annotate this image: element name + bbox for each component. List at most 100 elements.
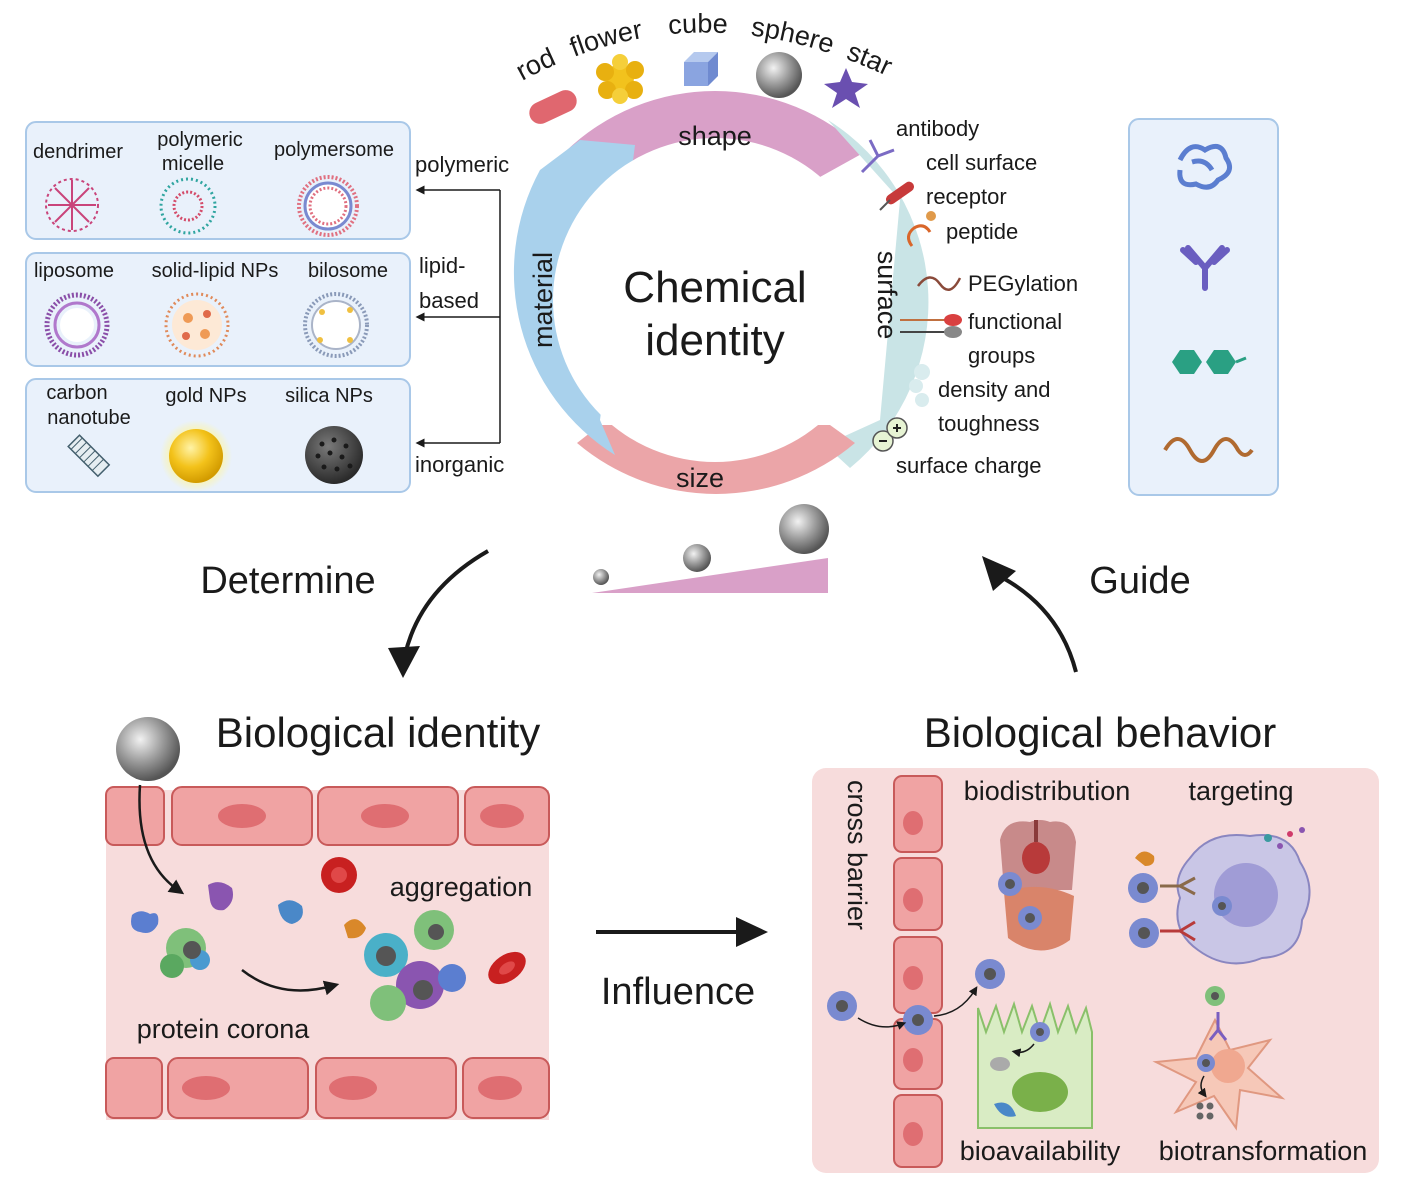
liposome-icon xyxy=(44,292,110,358)
material-label: material xyxy=(528,252,558,348)
guide-arrow xyxy=(1002,576,1078,673)
bio-identity-title: Biological identity xyxy=(216,709,541,756)
silica-pores xyxy=(315,437,353,472)
svg-text:rod: rod xyxy=(511,42,560,86)
organs-icon xyxy=(998,820,1076,951)
shape-variants: rod flower cube sphere star xyxy=(511,8,897,124)
silica-np-icon xyxy=(305,426,363,484)
polymeric-panel: dendrimer polymeric micelle polymersome xyxy=(25,121,411,240)
receptor-icon xyxy=(879,181,915,211)
cycle-inner-disc xyxy=(553,138,877,462)
shape-arc xyxy=(565,91,865,177)
peg-label: PEGylation xyxy=(968,271,1078,296)
corona-particle-icon xyxy=(160,928,210,978)
target-cell-icon xyxy=(1176,827,1311,965)
biological-behavior-panel: cross barrier biodistribution targeting xyxy=(812,768,1379,1173)
guide-label: Guide xyxy=(1089,560,1190,602)
plasma-proteins xyxy=(131,882,366,939)
polymersome-label: polymersome xyxy=(274,139,394,161)
top-endothelium xyxy=(105,786,550,846)
bilosome-icon xyxy=(303,292,369,358)
bottom-endothelium xyxy=(105,1057,550,1119)
svg-text:flower: flower xyxy=(566,14,645,62)
rod-shape-icon xyxy=(529,90,577,124)
nanoparticle-entering-icon xyxy=(116,717,180,781)
guide-arrowhead xyxy=(982,556,1016,591)
red-blood-cell-2 xyxy=(488,951,526,985)
size-indicator xyxy=(592,504,829,593)
dendrimer-label: dendrimer xyxy=(33,141,123,163)
barrier-cells xyxy=(893,775,943,1168)
lipid-class-label-2: based xyxy=(419,288,479,313)
antibody-label: antibody xyxy=(896,116,979,141)
polymersome-icon xyxy=(297,175,359,237)
aggregated-particles-icon xyxy=(364,910,466,1021)
silica-np-label: silica NPs xyxy=(285,385,373,407)
aggregation-arrow xyxy=(241,969,340,996)
polymer-ligand-icon xyxy=(1163,437,1254,463)
red-blood-cell-1 xyxy=(321,857,357,893)
svg-text:sphere: sphere xyxy=(750,11,838,59)
star-shape-icon xyxy=(824,68,868,108)
cross-barrier-label: cross barrier xyxy=(842,780,872,930)
chemical-identity-cycle: Chemical identity shape size material su… xyxy=(513,91,929,494)
sln-label: solid-lipid NPs xyxy=(152,260,279,282)
inorganic-panel: carbon nanotube gold NPs silica NPs xyxy=(25,378,411,493)
shape-flower-label: flower xyxy=(566,14,645,62)
large-sphere-icon xyxy=(779,504,829,554)
lipid-panel: liposome solid-lipid NPs bilosome xyxy=(25,252,411,367)
influence-arrowhead xyxy=(736,917,768,947)
protein-ligand-icon xyxy=(1177,143,1233,190)
liposome-label: liposome xyxy=(34,260,114,282)
surface-arc xyxy=(825,120,929,468)
polymeric-micelle-icon xyxy=(159,177,217,235)
dendritic-cell-icon xyxy=(1152,986,1286,1131)
barrier-crossing-particles xyxy=(827,959,1005,1035)
size-wedge xyxy=(592,558,828,593)
shape-label: shape xyxy=(678,121,752,151)
absorbing-cell-icon xyxy=(977,1000,1093,1129)
medium-sphere-icon xyxy=(683,544,711,572)
aggregation-label: aggregation xyxy=(390,872,533,902)
gold-np-label: gold NPs xyxy=(165,385,246,407)
surface-charge-icon xyxy=(872,417,908,452)
dendrimer-icon xyxy=(45,178,99,232)
size-label: size xyxy=(676,463,724,493)
determine-arrowhead xyxy=(388,646,420,678)
surface-label: surface xyxy=(872,251,902,340)
antibody-ligand-icon xyxy=(1180,245,1230,291)
peptide-icon xyxy=(907,211,936,247)
functional-groups-label-1: functional xyxy=(968,309,1062,334)
small-molecule-ligand-icon xyxy=(1172,350,1247,374)
gold-np-icon xyxy=(169,429,223,483)
determine-arrow xyxy=(403,549,489,656)
shape-sphere-label: sphere xyxy=(750,11,838,59)
antibody-icon xyxy=(860,139,895,174)
biodistribution-label: biodistribution xyxy=(964,776,1131,806)
density-label-1: density and xyxy=(938,377,1051,402)
receptor-label-2: receptor xyxy=(926,184,1007,209)
center-title-line2: identity xyxy=(645,316,784,365)
polymeric-class-label: polymeric xyxy=(415,152,509,177)
svg-text:cube: cube xyxy=(667,8,728,40)
lipid-class-label-1: lipid- xyxy=(419,253,465,278)
targeting-label: targeting xyxy=(1188,776,1293,806)
density-icon xyxy=(909,364,930,407)
shape-rod-label: rod xyxy=(511,42,560,86)
cnt-label-1: carbon xyxy=(46,382,107,404)
peptide-label: peptide xyxy=(946,219,1018,244)
bioavailability-label: bioavailability xyxy=(960,1136,1121,1166)
carbon-nanotube-icon xyxy=(67,434,111,478)
svg-text:star: star xyxy=(843,36,897,81)
density-label-2: toughness xyxy=(938,411,1040,436)
influence-label: Influence xyxy=(601,971,755,1013)
bilosome-label: bilosome xyxy=(308,260,388,282)
solid-lipid-np-icon xyxy=(164,292,230,358)
biotransformation-label: biotransformation xyxy=(1159,1136,1368,1166)
flower-shape-icon xyxy=(596,54,644,104)
functional-groups-label-2: groups xyxy=(968,343,1035,368)
surface-ligand-legend xyxy=(1128,118,1279,496)
shape-star-label: star xyxy=(843,36,897,81)
surface-modifications: antibody cell surface receptor peptide P… xyxy=(860,116,1078,478)
